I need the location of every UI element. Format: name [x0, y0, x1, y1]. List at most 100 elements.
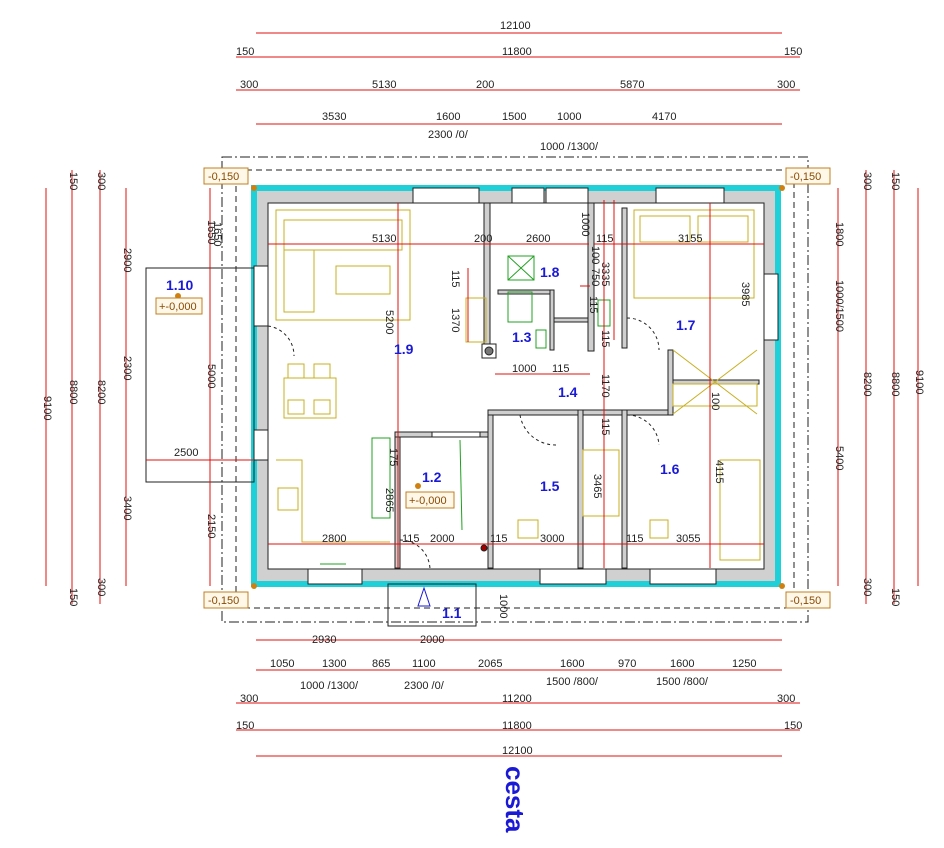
- dim-left-c2b: 8800: [67, 380, 79, 404]
- dim-left-c5c: 2150: [205, 514, 217, 538]
- dim-in-2000: 2000: [430, 533, 454, 545]
- dim-top-r2c: 150: [784, 46, 802, 58]
- room-1-6: 1.6: [660, 461, 680, 477]
- dim-in-3985: 3985: [739, 282, 751, 306]
- dim-in-1650: 1650: [211, 222, 223, 246]
- level-corner-bl: -0,150: [208, 595, 239, 607]
- dim-in-1000c: 1000: [497, 594, 509, 618]
- right-dimension-texts: 9100 150 8800 150 300 8200 300 1800 1000…: [833, 172, 925, 606]
- dim-in-100: 100: [589, 246, 601, 264]
- dim-bot-r3b: 11200: [502, 693, 532, 705]
- dim-right-c4a: 1800: [833, 222, 845, 246]
- dim-in-1370: 1370: [449, 308, 461, 332]
- entrance-platform: [387, 583, 477, 627]
- dim-right-c2c: 150: [889, 588, 901, 606]
- top-dimension-texts: 12100 150 11800 150 300 5130 200 5870 30…: [236, 20, 802, 153]
- dim-top-r4d: 1000: [557, 111, 581, 123]
- dim-bot-r2i: 1250: [732, 658, 756, 670]
- dim-in-2865: 2865: [383, 488, 395, 512]
- door-swings: [267, 317, 660, 571]
- dim-bot-r2e: 2065: [478, 658, 502, 670]
- dim-top-r3d: 5870: [620, 79, 644, 91]
- dim-right-c4b: 1000/1500: [833, 280, 845, 332]
- dim-bot-r4a: 150: [236, 720, 254, 732]
- dim-left-c3c: 300: [95, 578, 107, 596]
- dim-bot-note4: 1500 /800/: [656, 676, 709, 688]
- dim-top-note2: 1000 /1300/: [540, 141, 599, 153]
- dim-in-5130: 5130: [372, 233, 396, 245]
- level-corner-tr: -0,150: [790, 171, 821, 183]
- dim-in-2800: 2800: [322, 533, 346, 545]
- dim-in-115a: 115: [596, 233, 614, 245]
- dim-right-c3c: 300: [861, 578, 873, 596]
- dim-in-115d: 115: [599, 330, 611, 348]
- level-terrace: +-0,000: [159, 301, 197, 313]
- dim-left-c5a: 1650: [205, 220, 217, 244]
- dim-in-3465: 3465: [591, 474, 603, 498]
- dim-in-5200: 5200: [383, 310, 395, 334]
- dim-right-c2b: 8800: [889, 372, 901, 396]
- road-label: cesta: [500, 766, 530, 833]
- dim-left-c1: 9100: [41, 396, 53, 420]
- dim-top-r4e: 4170: [652, 111, 676, 123]
- dim-left-c4b: 2300: [121, 356, 133, 380]
- dim-in-115b: 115: [587, 296, 599, 314]
- dim-in-2600: 2600: [526, 233, 550, 245]
- dim-in-115i: 115: [626, 533, 644, 545]
- dim-right-c2a: 150: [889, 172, 901, 190]
- level-corner-tl: -0,150: [208, 171, 239, 183]
- sanitary-fixtures: [320, 255, 611, 565]
- internal-dimension-lines: [146, 200, 764, 568]
- dim-left-c3a: 300: [95, 172, 107, 190]
- dim-bot-r2a: 1050: [270, 658, 294, 670]
- level-labels: +-0,000 +-0,000 -0,150 -0,150 -0,150 -0,…: [159, 171, 821, 607]
- level-boxes: [155, 167, 831, 609]
- room-1-10: 1.10: [166, 277, 193, 293]
- dim-left-c2a: 150: [67, 172, 79, 190]
- room-1-4: 1.4: [558, 384, 578, 400]
- level-room-1-2: +-0,000: [409, 495, 447, 507]
- dim-in-175: 175: [387, 448, 399, 466]
- dim-in-1170: 1170: [599, 374, 611, 398]
- dim-top-r3a: 300: [240, 79, 258, 91]
- dim-top-r3b: 5130: [372, 79, 396, 91]
- dim-in-3155: 3155: [678, 233, 702, 245]
- dim-bot-r2c: 865: [372, 658, 390, 670]
- dim-left-c4a: 2900: [121, 248, 133, 272]
- dim-bot-r1b: 2000: [420, 634, 444, 646]
- level-corner-br: -0,150: [790, 595, 821, 607]
- dim-in-115g: 115: [402, 533, 420, 545]
- internal-dimension-texts: 5130 200 2600 115 3155 1000 100 750 115 …: [174, 212, 751, 618]
- dim-in-1000b: 1000: [512, 363, 536, 375]
- room-1-7: 1.7: [676, 317, 696, 333]
- dim-bot-r2g: 970: [618, 658, 636, 670]
- dim-bot-note3: 1500 /800/: [546, 676, 599, 688]
- room-1-9: 1.9: [394, 341, 414, 357]
- dim-in-115e: 115: [552, 363, 570, 375]
- dim-in-100b: 100: [709, 392, 721, 410]
- dim-in-3055: 3055: [676, 533, 700, 545]
- dim-right-c4c: 5400: [833, 446, 845, 470]
- dim-bot-note2: 2300 /0/: [404, 680, 445, 692]
- room-1-3: 1.3: [512, 329, 532, 345]
- site-boundary: [221, 156, 809, 623]
- walls: [251, 185, 781, 587]
- dim-in-115f: 115: [599, 418, 611, 436]
- dim-in-4115: 4115: [713, 460, 725, 484]
- dim-top-note1: 2300 /0/: [428, 129, 469, 141]
- dim-bot-r2b: 1300: [322, 658, 346, 670]
- dim-top-r3e: 300: [777, 79, 795, 91]
- dim-in-115c: 115: [449, 270, 461, 288]
- dim-bot-total: 12100: [502, 745, 533, 757]
- dim-bot-r2d: 1100: [412, 658, 436, 670]
- dim-in-3000: 3000: [540, 533, 564, 545]
- dim-bot-r3c: 300: [777, 693, 795, 705]
- room-1-1: 1.1: [442, 605, 462, 621]
- dim-bot-note1: 1000 /1300/: [300, 680, 359, 692]
- dim-left-c5b: 5000: [205, 364, 217, 388]
- dim-top-r2b: 11800: [502, 46, 532, 58]
- room-1-8: 1.8: [540, 264, 560, 280]
- dim-left-c3b: 8200: [95, 380, 107, 404]
- dim-in-3335: 3335: [599, 262, 611, 286]
